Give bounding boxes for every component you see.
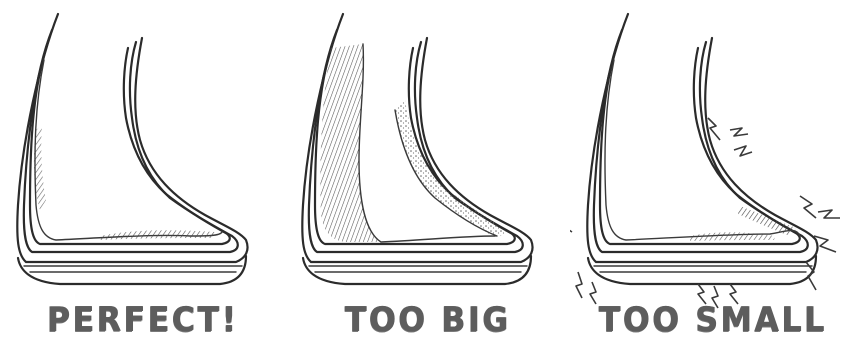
boot-too-big-drawing xyxy=(285,0,570,337)
panel-too-big: TOO BIG xyxy=(285,0,570,337)
caption-perfect: PERFECT! xyxy=(11,300,273,340)
panel-too-small: TOO SMALL xyxy=(570,0,854,337)
caption-too-big: TOO BIG xyxy=(296,300,558,340)
panel-perfect: PERFECT! xyxy=(0,0,285,337)
caption-too-small: TOO SMALL xyxy=(581,300,843,340)
boot-perfect-drawing xyxy=(0,0,285,337)
boot-too-small-drawing xyxy=(570,0,854,337)
